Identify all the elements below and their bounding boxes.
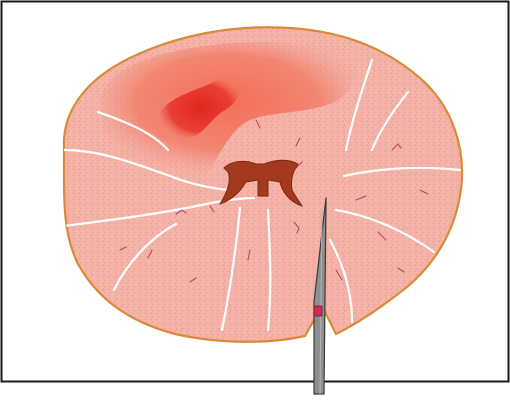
needle-tip-mark [314,306,322,316]
